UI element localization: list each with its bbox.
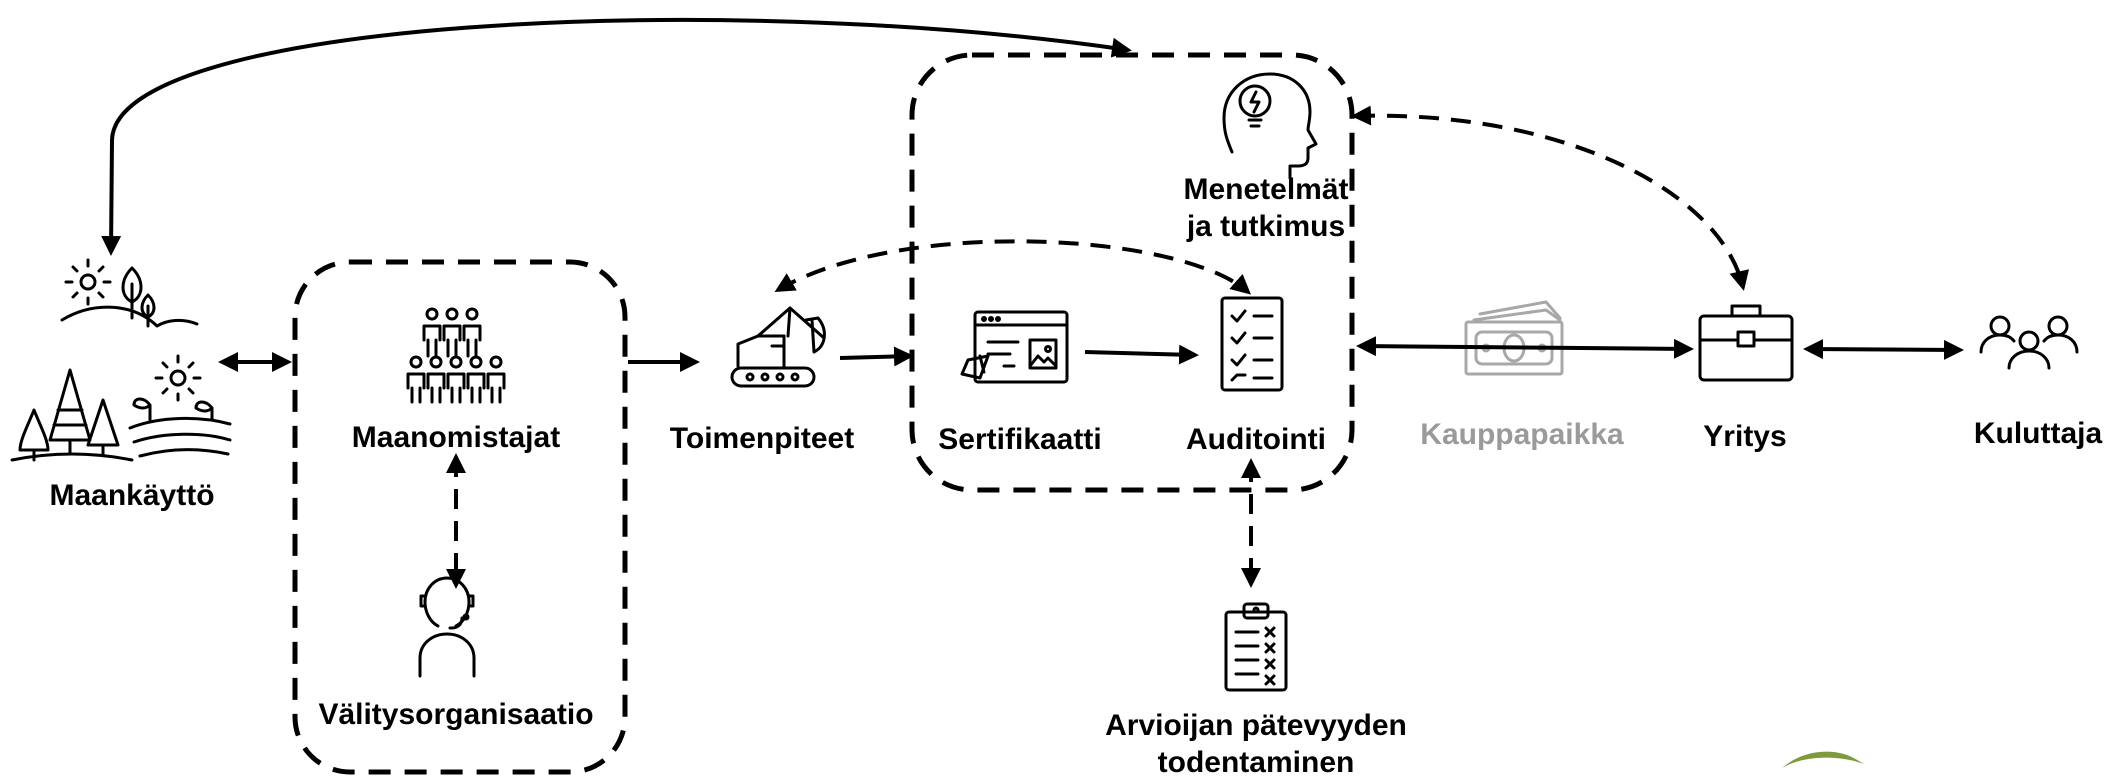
landscape-icon [10, 258, 232, 462]
label-auditointi: Auditointi [1186, 423, 1326, 456]
label-maanomistajat: Maanomistajat [352, 421, 560, 454]
label-arvioijan-line2: todentaminen [1158, 746, 1355, 777]
label-yritys: Yritys [1703, 420, 1786, 453]
label-arvioijan-line1: Arvioijan pätevyyden [1105, 709, 1407, 742]
arrow-company-consumer [1803, 339, 1964, 360]
headset-person-icon [418, 576, 476, 678]
logo-leaf-icon [1782, 751, 1864, 768]
arrow-measures-audit [774, 239, 1252, 295]
certificate-document-icon [960, 310, 1069, 384]
certification-group-box [909, 52, 1355, 493]
arrow-certificate-audit [1084, 344, 1199, 365]
label-menetelmat-line1: Menetelmät [1183, 173, 1348, 206]
people-group-icon [406, 307, 506, 404]
label-kuluttaja: Kuluttaja [1974, 417, 2103, 450]
label-toimenpiteet: Toimenpiteet [670, 422, 854, 455]
excavator-icon [730, 306, 826, 388]
label-menetelmat-line2: ja tutkimus [1186, 210, 1345, 243]
label-valitysorganisaatio: Välitysorganisaatio [318, 698, 593, 731]
arrow-landuse-methods [101, 18, 1132, 256]
landowner-group-box [292, 259, 628, 775]
arrow-methods-company [1351, 105, 1750, 291]
arrow-audit-company [1356, 336, 1694, 359]
money-icon [1464, 300, 1564, 376]
label-maankaytto: Maankäyttö [49, 479, 214, 512]
label-kauppapaikka: Kauppapaikka [1420, 418, 1624, 451]
head-idea-icon [1222, 72, 1318, 180]
briefcase-icon [1698, 304, 1794, 382]
arrow-measures-certificate [839, 346, 914, 367]
label-sertifikaatti: Sertifikaatti [938, 423, 1101, 456]
clipboard-icon [1224, 602, 1288, 692]
checklist-icon [1220, 296, 1284, 392]
consumers-icon [1979, 315, 2079, 370]
